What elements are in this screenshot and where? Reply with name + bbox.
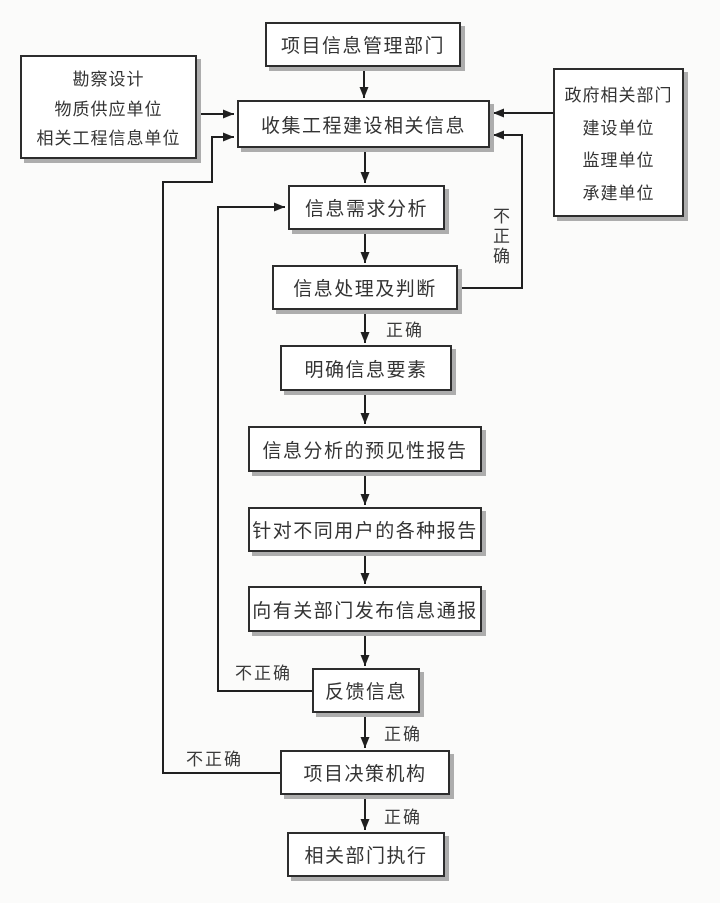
node-right-info-sources: 政府相关部门 建设单位 监理单位 承建单位 [553, 68, 684, 217]
node-collect-info: 收集工程建设相关信息 [237, 100, 490, 148]
node-left-info-sources: 勘察设计 物质供应单位 相关工程信息单位 [20, 55, 197, 159]
left-source-line: 勘察设计 [72, 70, 145, 90]
right-source-line: 建设单位 [582, 118, 655, 138]
node-user-reports: 针对不同用户的各种报告 [248, 507, 482, 552]
right-source-line: 承建单位 [582, 183, 655, 203]
right-source-line: 监理单位 [582, 151, 655, 171]
edge-incorrect-process-to-collect [458, 130, 523, 289]
left-source-line: 物质供应单位 [54, 99, 163, 119]
left-source-line: 相关工程信息单位 [36, 128, 181, 148]
node-execute-departments: 相关部门执行 [287, 832, 445, 877]
node-predictive-report: 信息分析的预见性报告 [248, 426, 482, 472]
right-source-line: 政府相关部门 [564, 86, 673, 106]
edge-label-correct-after-processing: 正确 [386, 321, 424, 340]
edge-incorrect-feedback-to-demand [217, 202, 312, 692]
node-notify-departments: 向有关部门发布信息通报 [248, 586, 482, 632]
node-demand-analysis: 信息需求分析 [288, 185, 445, 230]
node-project-info-dept: 项目信息管理部门 [265, 22, 461, 67]
edge-label-incorrect-feedback-loop: 不正确 [235, 664, 292, 683]
node-decision-body: 项目决策机构 [280, 750, 450, 795]
edge-incorrect-decision-to-collect [162, 132, 280, 774]
node-feedback-info: 反馈信息 [312, 668, 420, 713]
edge-label-correct-after-feedback: 正确 [384, 725, 422, 744]
node-clarify-elements: 明确信息要素 [280, 345, 452, 391]
edge-label-correct-after-decision: 正确 [384, 808, 422, 827]
node-processing-judgment: 信息处理及判断 [272, 265, 458, 310]
edge-label-incorrect-processing-loop: 不正确 [490, 207, 509, 267]
edge-label-incorrect-decision-loop: 不正确 [186, 750, 243, 769]
